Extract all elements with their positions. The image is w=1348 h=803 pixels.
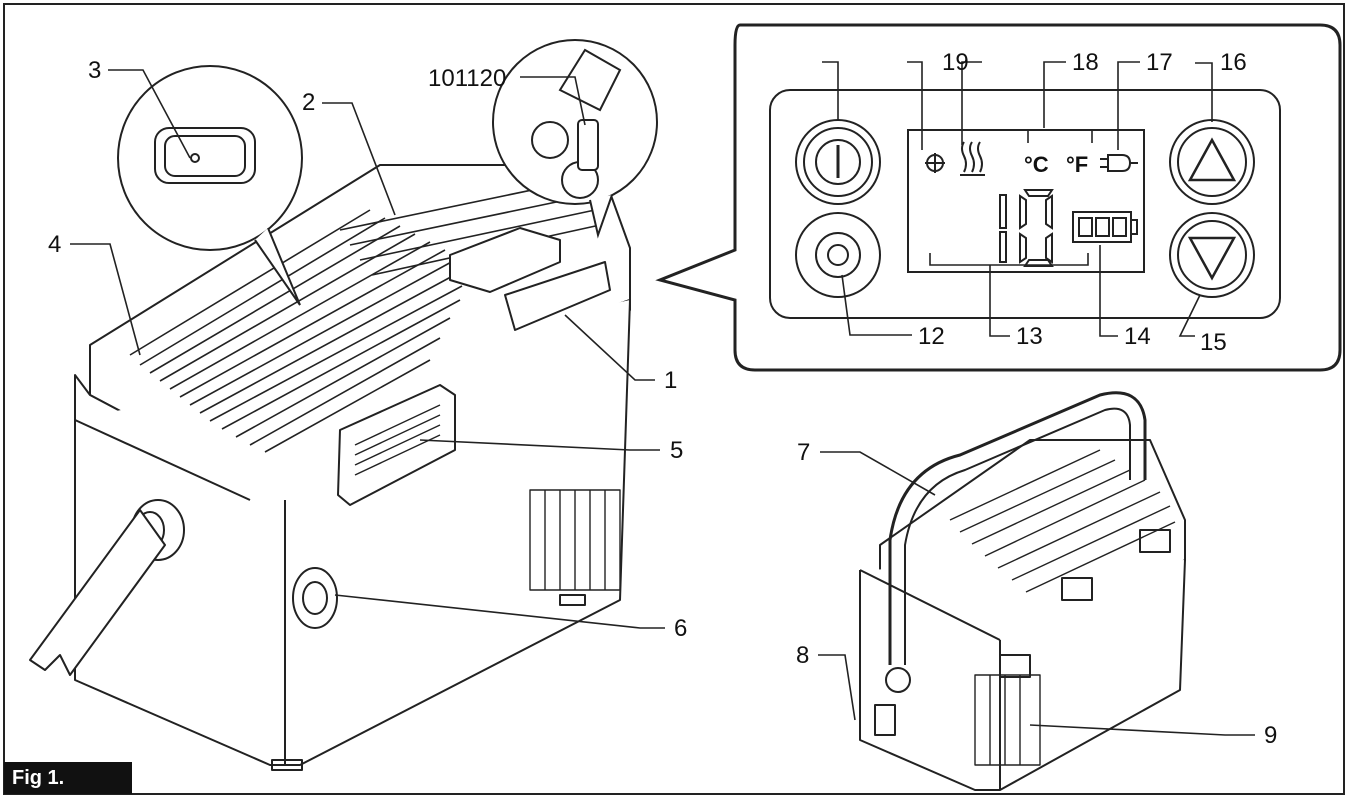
figure-label: Fig 1. (4, 762, 132, 794)
callout-9: 9 (1264, 722, 1277, 749)
callout-3: 3 (88, 57, 101, 84)
callout-5: 5 (670, 437, 683, 464)
callout-17: 17 (1146, 49, 1173, 76)
callout-19: 19 (942, 49, 969, 76)
callout-18: 18 (1072, 49, 1099, 76)
callout-6: 6 (674, 615, 687, 642)
callout-7: 7 (797, 439, 810, 466)
snowflake-icon (925, 153, 945, 173)
heater-icon (960, 141, 985, 176)
plug-icon (1100, 154, 1138, 172)
callout-16: 16 (1220, 49, 1247, 76)
callout-13: 13 (1016, 323, 1043, 350)
callout-8: 8 (796, 642, 809, 669)
callout-12: 12 (918, 323, 945, 350)
callout-10-11-20: 101120 (428, 65, 506, 92)
main-cooler-illustration (29, 104, 631, 771)
leader-lines (70, 61, 1255, 736)
secondary-cooler-illustration (859, 391, 1186, 791)
control-panel-inset (655, 23, 1342, 372)
seven-segment-display (999, 189, 1054, 267)
fahrenheit-label: °F (1066, 152, 1088, 177)
settings-gear-icon (795, 212, 881, 298)
figure-frame (3, 3, 1345, 795)
usb-port-detail-bubble (492, 39, 658, 239)
callout-4: 4 (48, 231, 61, 258)
lock-detail-bubble (117, 65, 303, 306)
celsius-label: °C (1024, 152, 1049, 177)
callout-2: 2 (302, 89, 315, 116)
callout-14: 14 (1124, 323, 1151, 350)
callout-1: 1 (664, 367, 677, 394)
battery-icon (1072, 211, 1138, 243)
callout-15: 15 (1200, 329, 1227, 356)
down-arrow-icon (1169, 212, 1255, 298)
